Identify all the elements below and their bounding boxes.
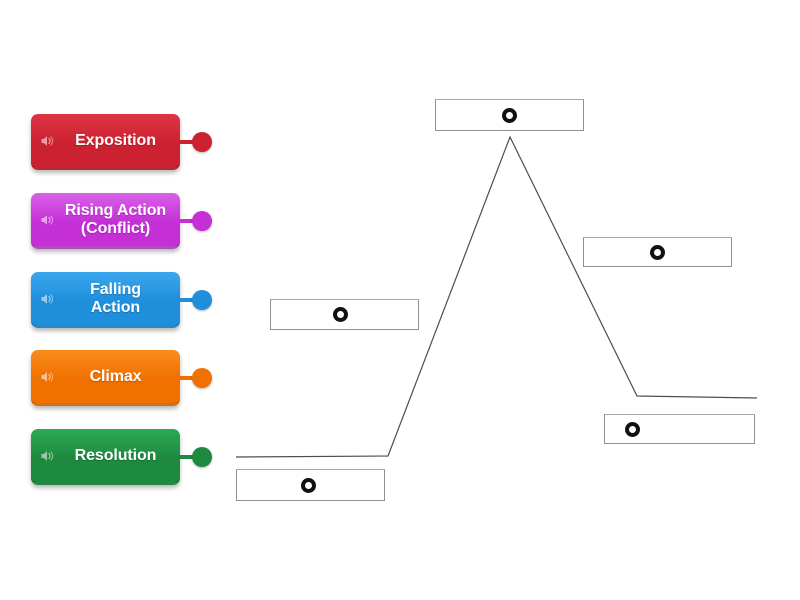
connector-stem: [179, 298, 195, 302]
label-chip-rising-action-wrapper: Rising Action (Conflict): [31, 193, 212, 249]
chip-connector-falling-action: [179, 290, 212, 310]
label-chip-text: Falling Action: [90, 280, 141, 316]
chip-connector-exposition: [179, 132, 212, 152]
label-chip-resolution-wrapper: Resolution: [31, 429, 212, 485]
chip-connector-rising-action: [179, 211, 212, 231]
connector-dot[interactable]: [192, 447, 212, 467]
label-chip-text: Resolution: [74, 446, 157, 464]
speaker-icon: [40, 369, 56, 385]
connector-dot[interactable]: [192, 290, 212, 310]
slot-marker-ring: [625, 421, 640, 437]
label-chip-climax[interactable]: Climax: [31, 350, 180, 406]
label-chip-exposition[interactable]: Exposition: [31, 114, 180, 170]
drop-slot-resolution[interactable]: [604, 414, 755, 444]
connector-stem: [179, 140, 195, 144]
label-chip-text: Exposition: [75, 131, 156, 149]
speaker-icon: [40, 133, 56, 149]
plot-polyline: [235, 135, 758, 458]
slot-marker-ring: [301, 477, 316, 493]
drop-slot-falling-action[interactable]: [583, 237, 732, 267]
slot-marker-ring: [502, 107, 517, 123]
drop-slot-rising-action[interactable]: [270, 299, 419, 330]
label-chip-exposition-wrapper: Exposition: [31, 114, 212, 170]
chip-connector-resolution: [179, 447, 212, 467]
label-chip-resolution[interactable]: Resolution: [31, 429, 180, 485]
label-chip-climax-wrapper: Climax: [31, 350, 212, 406]
label-chip-rising-action[interactable]: Rising Action (Conflict): [31, 193, 180, 249]
speaker-icon: [40, 291, 56, 307]
connector-dot[interactable]: [192, 211, 212, 231]
drop-slot-exposition[interactable]: [236, 469, 385, 501]
speaker-icon: [40, 448, 56, 464]
label-chip-falling-action[interactable]: Falling Action: [31, 272, 180, 328]
drop-slot-climax-top[interactable]: [435, 99, 584, 131]
connector-dot[interactable]: [192, 132, 212, 152]
slot-marker-ring: [650, 244, 665, 260]
chip-connector-climax: [179, 368, 212, 388]
connector-stem: [179, 219, 195, 223]
connector-dot[interactable]: [192, 368, 212, 388]
connector-stem: [179, 376, 195, 380]
connector-stem: [179, 455, 195, 459]
label-chip-falling-action-wrapper: Falling Action: [31, 272, 212, 328]
speaker-icon: [40, 212, 56, 228]
label-chip-text: Climax: [89, 367, 142, 385]
slot-marker-ring: [333, 307, 348, 322]
label-chip-text: Rising Action (Conflict): [64, 201, 167, 237]
